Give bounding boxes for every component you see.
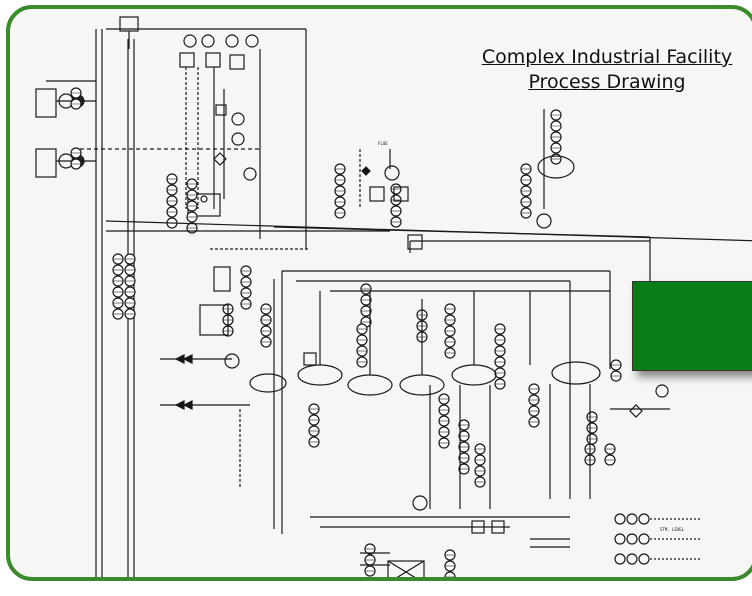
main-headers [105,220,752,534]
green-callout-box [632,281,752,371]
slide-frame: STM. LEVEL FLUE Complex Industrial Facil… [6,5,752,581]
instrument-bubble-stacks [70,87,622,577]
title-line-2: Process Drawing [528,71,686,93]
flue-tag: FLUE [378,141,388,146]
pid-schematic: STM. LEVEL FLUE [35,16,752,577]
process-vessels [199,109,601,577]
switch-legend: STM. LEVEL FLUE [378,141,700,565]
legend-tag: STM. LEVEL [660,527,685,532]
top-instrument-cluster [179,34,259,217]
title-line-1: Complex Industrial Facility [481,46,733,68]
drawing-title: Complex Industrial Facility Process Draw… [462,45,752,95]
instrument-bubble [444,571,456,577]
valve-symbols [160,166,670,566]
